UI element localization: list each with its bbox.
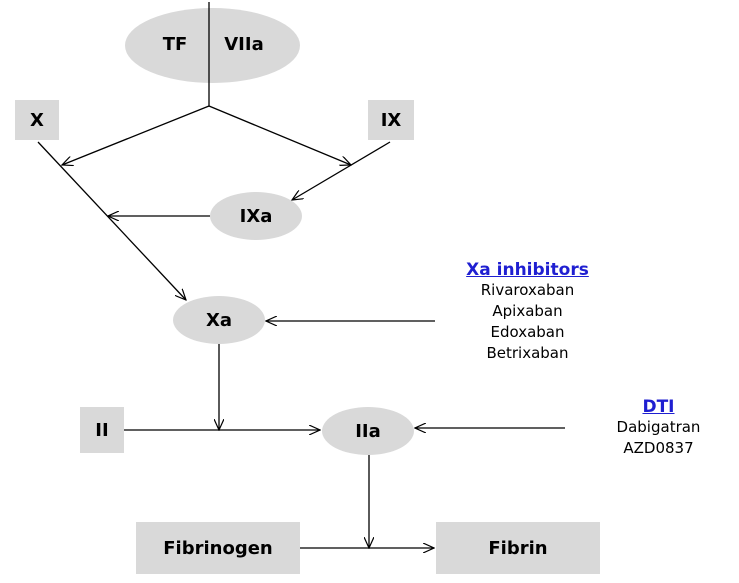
fibrinogen-node: Fibrinogen	[136, 522, 300, 574]
ii-node: II	[80, 407, 124, 453]
ix-to-ixa-arrow	[292, 141, 391, 200]
dti-drug: Dabigatran	[616, 418, 701, 436]
xa-node: Xa	[173, 296, 265, 344]
branch-left-arrow	[62, 105, 210, 165]
dti-heading: DTI	[642, 397, 675, 417]
branch-right-arrow	[208, 105, 351, 165]
ixa-node: IXa	[210, 192, 302, 240]
tf-viia-node	[125, 8, 300, 83]
xa-inhibitors-heading: Xa inhibitors	[466, 260, 589, 280]
xa-inhibitors-block: Xa inhibitors Rivaroxaban Apixaban Edoxa…	[440, 260, 615, 364]
ix-node: IX	[368, 100, 414, 140]
xa-drug: Betrixaban	[486, 344, 569, 362]
x-node: X	[15, 100, 59, 140]
tf-label: TF	[162, 34, 188, 55]
xa-drug: Rivaroxaban	[480, 281, 575, 299]
x-to-xa-arrow	[37, 141, 186, 300]
xa-drug: Apixaban	[492, 302, 563, 320]
dti-block: DTI Dabigatran AZD0837	[596, 397, 721, 459]
fibrin-node: Fibrin	[436, 522, 600, 574]
iia-node: IIa	[322, 407, 414, 455]
xa-drug: Edoxaban	[490, 323, 565, 341]
viia-label: VIIa	[224, 34, 264, 55]
dti-drug: AZD0837	[623, 439, 694, 457]
